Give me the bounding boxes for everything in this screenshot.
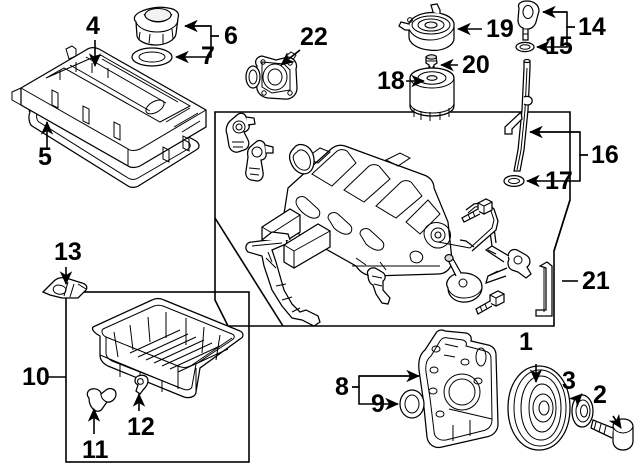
leader-2: [608, 413, 622, 429]
leader-14a: [543, 11, 575, 28]
dipstick-tube-part: [504, 58, 533, 172]
oil-level-sensor-part: [41, 277, 88, 299]
leader-22: [280, 49, 301, 66]
callout-10: 10: [22, 363, 50, 391]
pulley-bolt-part: [590, 418, 634, 451]
oil-filter-part: [409, 67, 455, 121]
fuel-injector-lower: [245, 139, 274, 182]
callout-19: 19: [486, 15, 514, 43]
pcv-valve: [366, 267, 391, 305]
leader-16b: [570, 154, 588, 182]
oil-filler-cap-gasket-part: [131, 47, 173, 67]
intake-manifold-group-box: [214, 111, 571, 327]
pcv-hose-assembly: [245, 231, 321, 327]
callout-13: 13: [54, 238, 82, 266]
oil-pan-part: [91, 297, 244, 399]
oil-filler-cap-part: [133, 6, 180, 46]
dipstick-part: [517, 0, 540, 41]
front-crankshaft-seal-part: [399, 389, 425, 419]
callout-5: 5: [38, 143, 52, 171]
callout-11: 11: [82, 436, 109, 464]
leader-14b: [558, 26, 575, 48]
oil-pan-fitting-part: [86, 388, 117, 412]
callout-22: 22: [300, 23, 328, 51]
callout-15: 15: [545, 32, 573, 60]
oil-pan-plug-gasket-part: [134, 374, 149, 395]
callout-20: 20: [462, 51, 490, 79]
callout-12: 12: [127, 413, 155, 441]
manifold-bolt-lower: [475, 290, 505, 315]
callout-21: 21: [582, 267, 610, 295]
leader-8b: [352, 386, 392, 405]
manifold-bolt-upper: [461, 198, 493, 223]
leader-6b: [196, 35, 219, 58]
vacuum-hose-bracket: [535, 261, 553, 317]
callout-6: 6: [224, 22, 238, 50]
timing-chain-cover-part: [418, 329, 499, 449]
leader-8a: [352, 375, 419, 388]
intake-manifold-part: [261, 144, 453, 277]
callout-18: 18: [377, 67, 405, 95]
throttle-gasket-ring: [288, 143, 315, 175]
callout-16: 16: [591, 141, 619, 169]
callout-14: 14: [578, 13, 606, 41]
callout-4: 4: [86, 12, 100, 40]
callout-2: 2: [593, 381, 607, 409]
callout-3: 3: [562, 367, 576, 395]
leader-3: [568, 393, 583, 408]
callout-9: 9: [371, 390, 385, 418]
dipstick-o-ring-part: [515, 41, 535, 53]
callout-17: 17: [545, 167, 573, 195]
pulley-washer-part: [571, 394, 594, 428]
leader-6a: [185, 25, 219, 37]
vacuum-actuator: [444, 254, 483, 303]
callout-1: 1: [519, 328, 533, 356]
dipstick-tube-o-ring-part: [503, 174, 525, 188]
callout-8: 8: [335, 373, 349, 401]
valve-cover-part: [11, 45, 207, 188]
leader-16a: [530, 131, 588, 156]
callout-7: 7: [201, 42, 215, 70]
oil-cooler-part: [398, 3, 455, 52]
fuel-injector-upper: [225, 112, 256, 153]
crankshaft-pulley-part: [507, 365, 571, 451]
